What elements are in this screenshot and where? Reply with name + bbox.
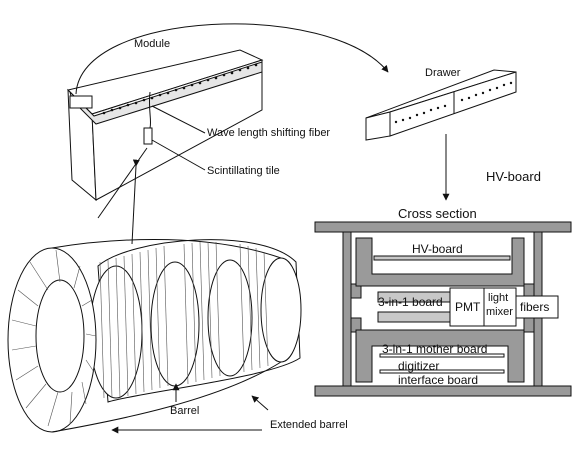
drawer-label: Drawer <box>425 67 461 79</box>
drawer-drawing <box>365 69 517 141</box>
scint-tile-label: Scintillating tile <box>207 165 280 177</box>
barrel-front-hatching <box>11 249 97 427</box>
hv-board-inner-label: HV-board <box>412 242 463 256</box>
digitizer-label: digitizer <box>398 359 440 373</box>
module-label: Module <box>134 38 171 50</box>
barrel-bore <box>35 279 85 393</box>
drawer-holes <box>394 81 513 124</box>
barrel-up-arrow <box>131 159 140 245</box>
wls-fiber-label: Wave length shifting fiber <box>207 127 331 139</box>
extended-barrel-label: Extended barrel <box>270 419 348 431</box>
scint-tile-leader <box>151 139 206 171</box>
module-drawing <box>67 49 264 202</box>
mother-board-label: 3-in-1 mother board <box>382 342 488 356</box>
module-to-drawer-arrow <box>75 23 389 95</box>
light-mixer-label-line1: light <box>488 292 509 304</box>
three-in-one-board-label: 3-in-1 board <box>378 295 443 309</box>
cross-section-label: Cross section <box>398 206 477 221</box>
extended-barrel-arrow <box>251 395 269 411</box>
fibers-label: fibers <box>520 300 550 314</box>
barrel-drawing <box>7 239 302 433</box>
barrel-label: Barrel <box>170 405 200 417</box>
cross-section-drawing <box>314 221 572 397</box>
barrel-hatching <box>99 241 269 399</box>
interface-board-label: interface board <box>398 373 479 387</box>
light-mixer-label-line2: mixer <box>486 306 513 318</box>
pmt-label: PMT <box>455 300 481 314</box>
module-holes <box>102 63 258 115</box>
wls-fiber-leader <box>151 105 206 134</box>
hv-board-title-label: HV-board <box>486 169 541 184</box>
